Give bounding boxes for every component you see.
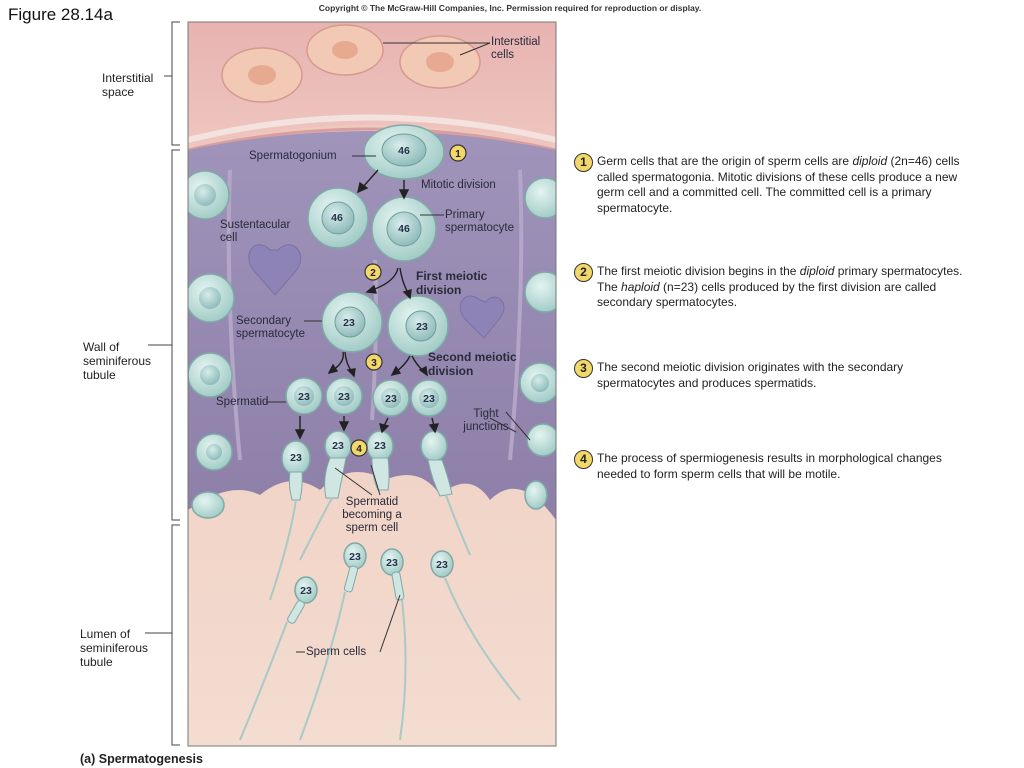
figure-caption: (a) Spermatogenesis [80,752,203,766]
sustentacular-nucleus-left [248,244,302,296]
step-3-text: The second meiotic division originates w… [597,360,904,390]
label-first-meiotic-division: First meiotic division [416,269,488,297]
count-label: 23 [386,557,398,569]
step-2-marker: 2 [574,263,593,282]
label-primary-spermatocyte: Primary spermatocyte [445,209,515,234]
germ-cell-daughter: 46 [307,187,369,249]
copyright-notice: Copyright © The McGraw-Hill Companies, I… [318,3,702,13]
step-1-text: Germ cells that are the origin of sperm … [597,154,960,215]
label-spermatid-becoming-sperm: Spermatid becoming a sperm cell [342,496,402,534]
label-spermatogonium: Spermatogonium [249,150,337,162]
step-marker-1: 1 [455,149,461,160]
step-marker-4: 4 [356,444,362,455]
sperm-cells-group: 23 23 23 23 [239,542,521,741]
count-label: 23 [416,321,428,333]
count-label: 23 [290,452,302,464]
edge-cells-left [188,170,235,519]
spermatogonium-cell: 46 [363,124,445,180]
count-label: 46 [398,223,410,235]
label-lumen-of-tubule: Lumen of seminiferous tubule [80,627,149,669]
step-1-marker: 1 [574,153,593,172]
edge-cells-right [519,177,556,510]
count-label: 23 [436,559,448,571]
count-label: 23 [300,585,312,597]
spermatids-row: 23 23 23 23 [285,377,448,417]
primary-spermatocyte-cell: 46 [371,196,437,262]
label-sperm-cells: Sperm cells [306,646,367,658]
step-4-text: The process of spermiogenesis results in… [597,451,942,481]
label-second-meiotic-division: Second meiotic division [428,350,517,378]
count-label: 46 [331,212,343,224]
count-label: 23 [338,391,350,403]
secondary-spermatocyte-left: 23 [321,291,383,353]
label-interstitial-space: Interstitial space [102,71,154,99]
count-label: 46 [398,145,410,157]
count-label: 23 [423,393,435,405]
count-label: 23 [374,440,386,452]
label-spermatid: Spermatid [216,396,269,408]
step-4-marker: 4 [574,450,593,469]
count-label: 23 [343,317,355,329]
secondary-spermatocyte-right: 23 [387,295,449,357]
label-wall-of-tubule: Wall of seminiferous tubule [83,340,152,382]
count-label: 23 [298,391,310,403]
label-sustentacular-cell: Sustentacular cell [220,219,291,244]
interstitial-cells-group [221,24,481,103]
step-marker-3: 3 [371,358,377,369]
step-2-text: The first meiotic division begins in the… [597,264,963,309]
label-mitotic-division: Mitotic division [421,179,496,191]
leader-lines [266,42,531,653]
label-interstitial-cells: Interstitial cells [491,36,541,61]
label-secondary-spermatocyte: Secondary spermatocyte [236,315,306,340]
figure-label: Figure 28.14a [8,5,113,24]
count-label: 23 [332,440,344,452]
step-marker-2: 2 [370,268,376,279]
label-tight-junctions: Tight junctions [463,408,509,433]
count-label: 23 [349,551,361,563]
diagram-step-markers: 1 2 3 4 [350,144,467,457]
step-3-marker: 3 [574,359,593,378]
division-arrows [294,169,440,440]
side-brackets [145,21,180,746]
count-label: 23 [385,393,397,405]
sustentacular-nucleus-right [459,295,505,339]
